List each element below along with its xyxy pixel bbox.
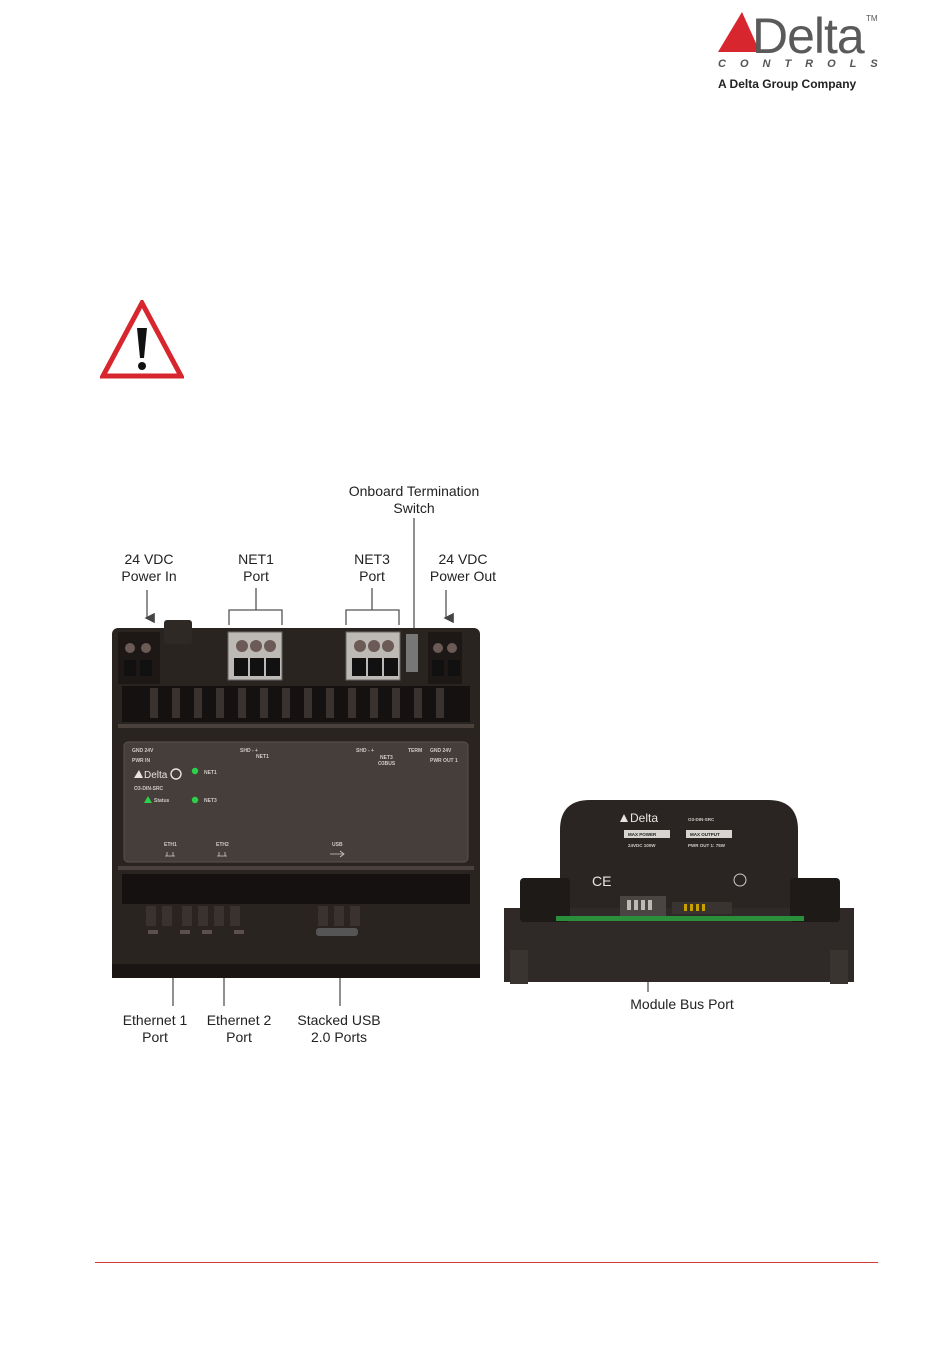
warning-triangle-icon [100, 300, 184, 379]
logo-wordmark: Delta [752, 8, 865, 64]
label-eth1: ETH1 [164, 842, 177, 848]
module-model: O3-DIN-SRC [688, 817, 715, 822]
delta-triangle-icon [718, 12, 760, 52]
label-brand: Delta [144, 770, 168, 781]
label-shd-net3: SHD - + [356, 748, 374, 754]
label-usb: USB [332, 842, 343, 848]
callout-termination-switch: Onboard Termination Switch [348, 483, 480, 516]
label-model: O3-DIN-SRC [134, 786, 164, 792]
callout-module-bus-port: Module Bus Port [630, 996, 734, 1012]
eth1-port-icon [165, 852, 175, 857]
label-o3bus: O3BUS [378, 761, 396, 767]
delta-mark-icon [620, 814, 628, 822]
footer-rule [95, 1262, 878, 1263]
net1-led [191, 767, 199, 775]
module-brand: Delta [630, 811, 658, 825]
label-pwr-out: PWR OUT 1 [430, 758, 458, 764]
module-max-output-value: PWR OUT 1: 75W [688, 843, 726, 848]
delta-controls-logo: Delta TM CONTROLS A Delta Group Company [712, 6, 882, 96]
label-led-net3: NET3 [204, 798, 217, 804]
label-net1: NET1 [256, 754, 269, 760]
callout-power-in: 24 VDC Power In [121, 551, 177, 584]
module-max-power-value: 24VDC 100W [628, 843, 656, 848]
callout-ethernet1-port: Ethernet 1 Port [122, 1012, 188, 1045]
status-led [144, 796, 152, 803]
label-gnd-24v-left: GND 24V [132, 748, 154, 754]
module-max-power: MAX POWER [628, 832, 657, 837]
module-side-illustration: Delta O3-DIN-SRC MAX POWER 24VDC 100W MA… [504, 800, 854, 984]
usb-icon [330, 850, 345, 858]
ul-mark-icon [733, 873, 747, 887]
logo-company-text: A Delta Group Company [718, 77, 857, 91]
net3-led [191, 796, 199, 804]
callout-usb-ports: Stacked USB 2.0 Ports [297, 1012, 381, 1045]
label-led-net1: NET1 [204, 770, 217, 776]
eth2-port-icon [217, 852, 227, 857]
label-status: Status [154, 798, 170, 804]
module-max-output: MAX OUTPUT [690, 832, 720, 837]
callout-net3-port: NET3 Port [354, 551, 390, 584]
label-eth2: ETH2 [216, 842, 229, 848]
logo-controls-text: CONTROLS [718, 58, 892, 70]
termination-switch [406, 634, 418, 672]
o3-mark-icon [170, 768, 182, 780]
label-term: TERM [408, 748, 422, 754]
label-pwr-in: PWR IN [132, 758, 150, 764]
callout-net1-port: NET1 Port [238, 551, 274, 584]
label-gnd-24v-right: GND 24V [430, 748, 452, 754]
label-net3: NET3 [380, 755, 393, 761]
callout-ethernet2-port: Ethernet 2 Port [206, 1012, 272, 1045]
delta-mark-icon [134, 770, 143, 778]
controller-front-illustration: GND 24V PWR IN SHD - + NET1 SHD - + NET3… [112, 620, 480, 978]
label-shd-net1: SHD - + [240, 748, 258, 754]
logo-trademark: TM [866, 14, 878, 23]
callout-power-out: 24 VDC Power Out [429, 551, 497, 584]
ce-mark: CE [592, 873, 611, 889]
